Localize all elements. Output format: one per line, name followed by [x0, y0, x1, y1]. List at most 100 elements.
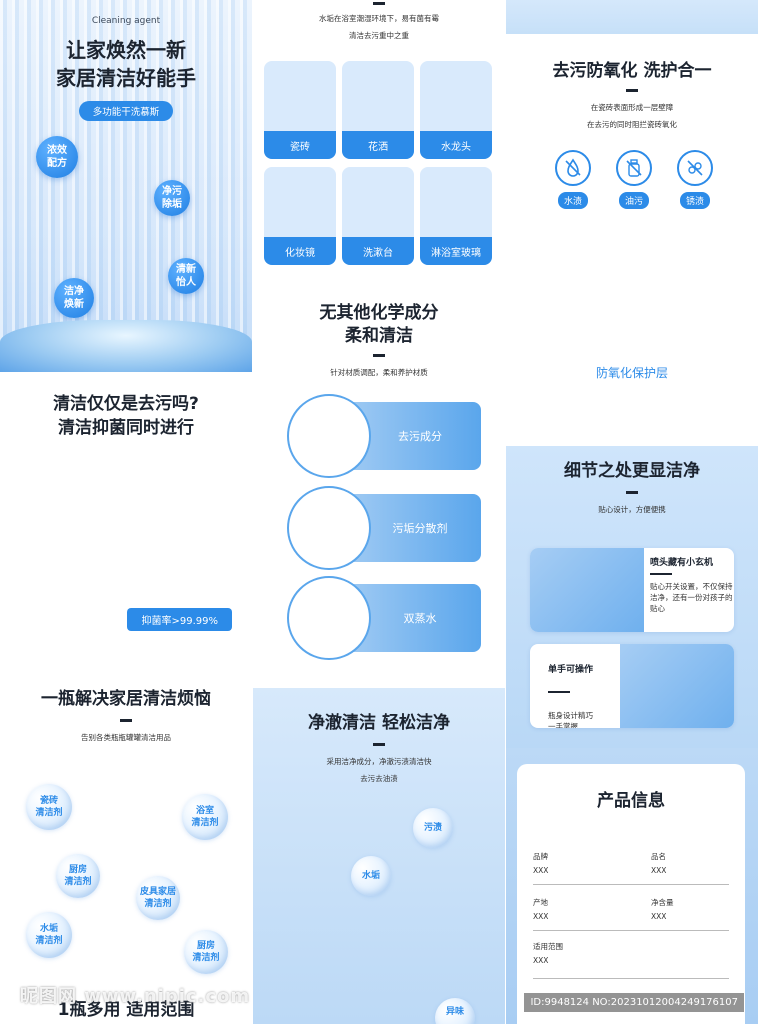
- feature-bubble: 浓效 配方: [36, 136, 78, 178]
- title-divider: [626, 89, 638, 92]
- product-info-title: 产品信息: [597, 791, 665, 811]
- scenario-tile-label: 洗漱台: [342, 237, 414, 265]
- cleaner-bubble: 皮具家居 清洁剂: [136, 876, 180, 920]
- hero-title: 让家焕然一新 家居清洁好能手: [0, 36, 252, 92]
- rate-wrap: 抑菌率>99.99%: [127, 608, 232, 631]
- ingredients-title-line1: 无其他化学成分: [319, 303, 439, 323]
- watermark-logo: 昵图网 www.nipic.com: [20, 986, 251, 1007]
- info-cell: 品名 XXX: [631, 850, 729, 878]
- handheld-image: [620, 644, 734, 728]
- stain-item: 水渍: [554, 150, 592, 209]
- multi-subtitle: 告别各类瓶瓶罐罐清洁用品: [81, 733, 171, 742]
- clean-subtitle-1: 采用洁净成分，净澈污渍清洁快: [326, 757, 432, 766]
- scenario-subtitle-1: 水垢在浴室潮湿环境下，易有菌有霉: [319, 14, 439, 23]
- info-divider: [533, 884, 729, 885]
- nozzle-image: [530, 548, 644, 632]
- feature-bubble: 净污 除垢: [154, 180, 190, 216]
- scenario-tile: 花洒: [342, 61, 414, 159]
- card-divider: [548, 691, 570, 693]
- scope-label: 适用范围: [533, 942, 563, 951]
- water-podium: [0, 320, 252, 372]
- scenario-tile-label: 花洒: [342, 131, 414, 159]
- volume-value: XXX: [651, 912, 667, 921]
- rust-pills-icon: [677, 150, 713, 186]
- volume-label: 净含量: [651, 898, 674, 907]
- detail-panel: 细节之处更显洁净 贴心设计，方便便携 喷头藏有小玄机 贴心开关设置，不仅保持洁净…: [506, 446, 758, 748]
- dirt-bubble: 污渍: [413, 808, 453, 848]
- column-right: 去污防氧化 洗护合一 在瓷砖表面形成一层壁障 在去污的同时阻拦瓷砖氧化 水渍 油…: [506, 0, 758, 1024]
- nozzle-text: 喷头藏有小玄机 贴心开关设置，不仅保持洁净，还有一份对孩子的贴心: [650, 558, 734, 614]
- scenario-tile: 水龙头: [420, 61, 492, 159]
- scenario-tiles: 瓷砖 花洒 水龙头 化妆镜 洗漱台 淋浴室玻璃: [264, 61, 494, 265]
- water-drop-icon: [555, 150, 591, 186]
- cleaner-bubble: 厨房 清洁剂: [184, 930, 228, 974]
- multi-use-panel: 一瓶解决家居清洁烦恼 告别各类瓶瓶罐罐清洁用品 瓷砖 清洁剂 浴室 清洁剂 厨房…: [0, 662, 252, 1024]
- handheld-body: 瓶身设计精巧 一手掌握 方便携带: [548, 711, 593, 728]
- ingredient-image: [287, 486, 371, 570]
- info-divider: [533, 978, 729, 979]
- info-cell: 适用范围 XXX: [533, 940, 631, 968]
- hero-kicker: Cleaning agent: [91, 16, 161, 26]
- scenario-tile: 瓷砖: [264, 61, 336, 159]
- handheld-text: 单手可操作 瓶身设计精巧 一手掌握 方便携带: [548, 654, 632, 728]
- scope-title: 1瓶多用 适用范围: [57, 1000, 195, 1020]
- clean-title: 净澈清洁 轻松洁净: [308, 713, 450, 733]
- scenario-tile: 淋浴室玻璃: [420, 167, 492, 265]
- ingredient-row: 污垢分散剂: [287, 486, 481, 570]
- title-divider: [373, 743, 385, 746]
- ingredients-panel: 无其他化学成分 柔和清洁 针对材质调配，柔和养护材质 去污成分 污垢分散剂 双蒸…: [253, 272, 505, 688]
- dirt-bubble: 水垢: [351, 856, 391, 896]
- oxidation-panel: 去污防氧化 洗护合一 在瓷砖表面形成一层壁障 在去污的同时阻拦瓷砖氧化 水渍 油…: [506, 34, 758, 446]
- detail-title: 细节之处更显洁净: [564, 461, 700, 481]
- stain-icons: 水渍 油污 锈渍: [554, 150, 714, 209]
- clean-subtitle-2: 去污去油渍: [360, 774, 398, 783]
- stain-tag: 水渍: [557, 192, 588, 209]
- name-label: 品名: [651, 852, 666, 861]
- watermark-id: ID:9948124 NO:20231012004249176107: [524, 993, 744, 1012]
- cleaner-bubble: 瓷砖 清洁剂: [26, 784, 72, 830]
- cleaner-bubble: 厨房 清洁剂: [56, 854, 100, 898]
- scenario-tile-label: 瓷砖: [264, 131, 336, 159]
- hero-panel: Cleaning agent 让家焕然一新 家居清洁好能手 多功能干洗慕斯 浓效…: [0, 0, 252, 372]
- ingredient-image: [287, 394, 371, 478]
- oxidation-subtitle-1: 在瓷砖表面形成一层壁障: [590, 103, 674, 112]
- hero-pill: 多功能干洗慕斯: [78, 101, 174, 121]
- clean-panel: 净澈清洁 轻松洁净 采用洁净成分，净澈污渍清洁快 去污去油渍 污渍 水垢 异味: [253, 688, 505, 1024]
- info-row: 适用范围 XXX: [533, 940, 729, 968]
- title-divider: [626, 491, 638, 494]
- scenario-tile-label: 水龙头: [420, 131, 492, 159]
- title-divider: [120, 719, 132, 722]
- scenario-panel: 水垢在浴室潮湿环境下，易有菌有霉 清洁去污重中之重 瓷砖 花洒 水龙头 化妆镜 …: [253, 0, 505, 272]
- top-strip: [506, 0, 758, 34]
- water-stripes: [0, 0, 252, 372]
- card-divider: [650, 573, 672, 575]
- scenario-subtitle-2: 清洁去污重中之重: [349, 31, 409, 40]
- scenario-tile: 洗漱台: [342, 167, 414, 265]
- ingredient-image: [287, 576, 371, 660]
- oxidation-title: 去污防氧化 洗护合一: [552, 61, 712, 81]
- oxidation-subtitle-2: 在去污的同时阻拦瓷砖氧化: [587, 120, 677, 129]
- name-value: XXX: [651, 866, 667, 875]
- hero-title-line1: 让家焕然一新: [66, 38, 186, 62]
- detail-subtitle: 贴心设计，方便便携: [598, 505, 666, 514]
- dirt-bubble: 异味: [435, 998, 475, 1024]
- detail-card-handheld: 单手可操作 瓶身设计精巧 一手掌握 方便携带: [530, 644, 734, 728]
- ingredient-row: 双蒸水: [287, 576, 481, 660]
- scope-value: XXX: [533, 956, 549, 965]
- info-divider: [533, 930, 729, 931]
- info-cell: 净含量 XXX: [631, 896, 729, 924]
- hero-title-line2: 家居清洁好能手: [56, 66, 196, 90]
- origin-value: XXX: [533, 912, 549, 921]
- feature-bubble: 清新 怡人: [168, 258, 204, 294]
- title-divider: [373, 2, 385, 5]
- scenario-tile: 化妆镜: [264, 167, 336, 265]
- brand-value: XXX: [533, 866, 549, 875]
- handheld-heading: 单手可操作: [548, 665, 594, 675]
- question-panel: 清洁仅仅是去污吗? 清洁抑菌同时进行 抑菌率>99.99%: [0, 372, 252, 662]
